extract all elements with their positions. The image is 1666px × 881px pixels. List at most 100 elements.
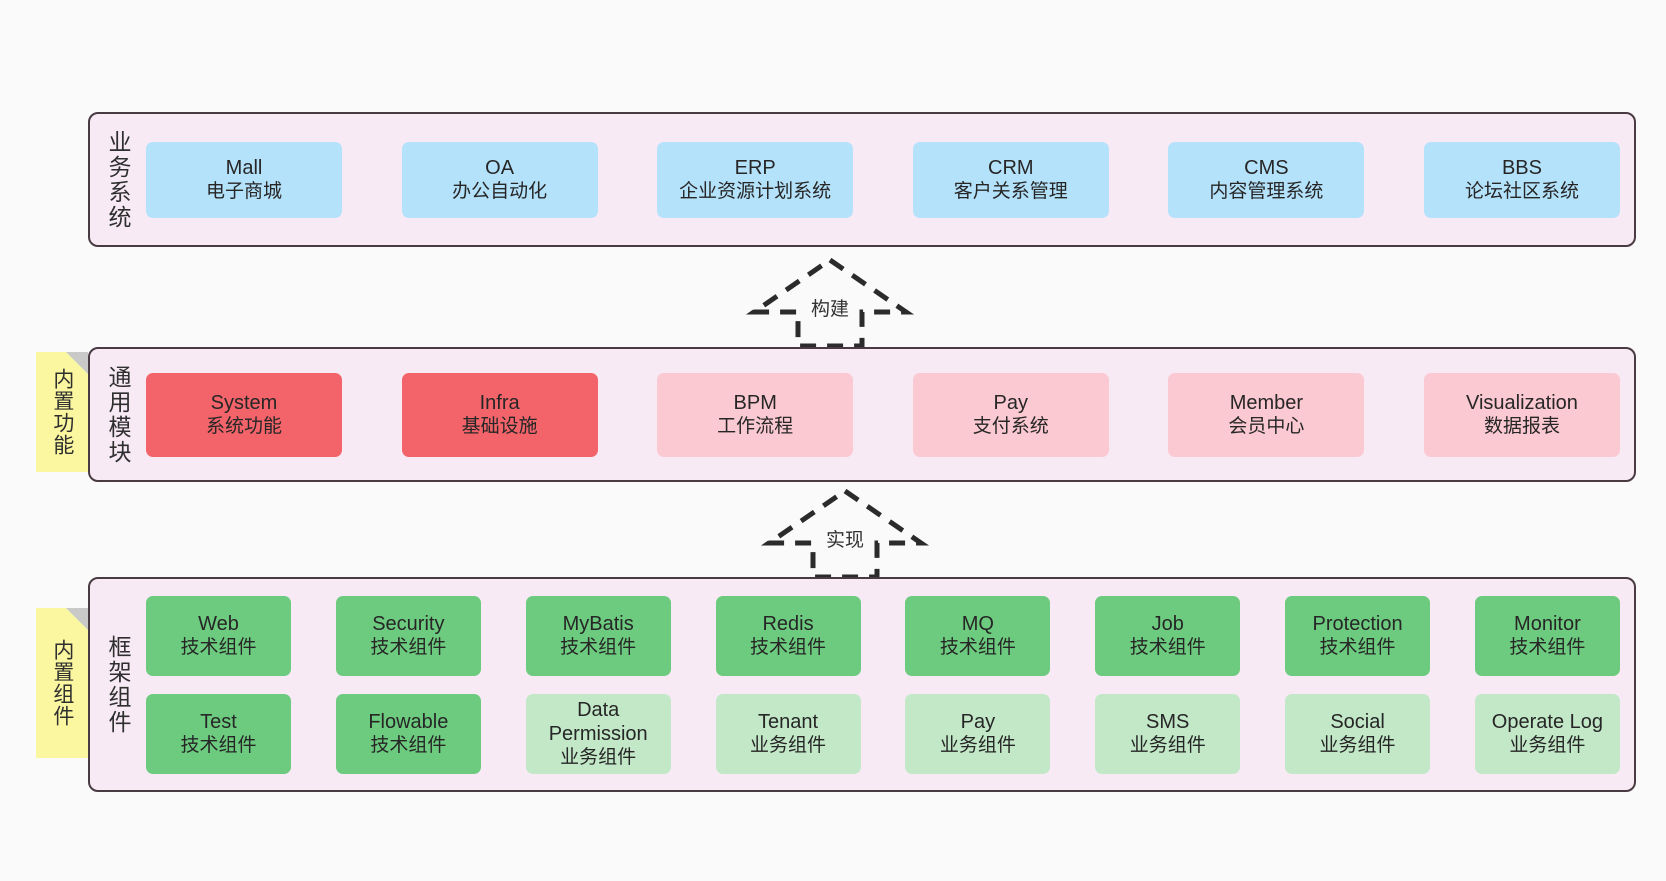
card-system[interactable]: System 系统功能 bbox=[146, 372, 342, 457]
sticky-note-builtin-features: 内置功能 bbox=[36, 352, 88, 472]
card-job[interactable]: Job 技术组件 bbox=[1095, 595, 1241, 676]
card-data-permission-en: Data Permission bbox=[548, 698, 648, 745]
card-tenant-en: Tenant bbox=[758, 710, 819, 733]
card-job-en: Job bbox=[1151, 612, 1184, 635]
card-system-en: System bbox=[210, 391, 278, 414]
card-operate-log-en: Operate Log bbox=[1491, 710, 1603, 733]
card-crm[interactable]: CRM 客户关系管理 bbox=[912, 141, 1109, 218]
card-infra-en: Infra bbox=[479, 391, 520, 414]
card-mq[interactable]: MQ 技术组件 bbox=[905, 595, 1051, 676]
sticky-note-builtin-components-label: 内置组件 bbox=[50, 639, 74, 727]
card-crm-cn: 客户关系管理 bbox=[953, 181, 1068, 203]
card-protection-en: Protection bbox=[1312, 612, 1403, 635]
arrow-implement: 实现 bbox=[760, 487, 930, 580]
card-flowable-en: Flowable bbox=[368, 710, 449, 733]
layer-body-business: Mall 电子商城 OA 办公自动化 ERP 企业资源计划系统 CRM 客户关系… bbox=[146, 114, 1634, 245]
card-redis-en: Redis bbox=[762, 612, 814, 635]
card-sms[interactable]: SMS 业务组件 bbox=[1095, 693, 1241, 774]
card-monitor-en: Monitor bbox=[1514, 612, 1581, 635]
card-sms-cn: 业务组件 bbox=[1129, 735, 1206, 757]
card-redis-cn: 技术组件 bbox=[750, 637, 827, 659]
layer-title-business: 业务系统 bbox=[105, 129, 132, 230]
card-visualization[interactable]: Visualization 数据报表 bbox=[1423, 372, 1620, 457]
card-infra-cn: 基础设施 bbox=[461, 416, 538, 438]
card-web-cn: 技术组件 bbox=[180, 637, 257, 659]
card-erp-cn: 企业资源计划系统 bbox=[679, 181, 832, 203]
arrow-build-label: 构建 bbox=[810, 299, 850, 320]
sticky-note-builtin-features-label: 内置功能 bbox=[50, 368, 74, 456]
layer-title-common: 通用模块 bbox=[105, 364, 132, 465]
card-protection-cn: 技术组件 bbox=[1319, 637, 1396, 659]
card-mq-en: MQ bbox=[961, 612, 994, 635]
card-bbs[interactable]: BBS 论坛社区系统 bbox=[1423, 141, 1620, 218]
card-mq-cn: 技术组件 bbox=[939, 637, 1016, 659]
card-crm-en: CRM bbox=[988, 156, 1034, 179]
card-tenant-cn: 业务组件 bbox=[750, 735, 827, 757]
card-bpm[interactable]: BPM 工作流程 bbox=[657, 372, 854, 457]
card-erp-en: ERP bbox=[734, 156, 776, 179]
card-tenant[interactable]: Tenant 业务组件 bbox=[715, 693, 861, 774]
framework-card-row-1: Web 技术组件 Security 技术组件 MyBatis 技术组件 Redi… bbox=[146, 595, 1620, 676]
card-oa[interactable]: OA 办公自动化 bbox=[401, 141, 598, 218]
card-pay-module-cn: 支付系统 bbox=[972, 416, 1049, 438]
card-pay-component-en: Pay bbox=[960, 710, 996, 733]
arrow-implement-label: 实现 bbox=[825, 530, 865, 551]
card-bbs-cn: 论坛社区系统 bbox=[1464, 181, 1579, 203]
card-bbs-en: BBS bbox=[1501, 156, 1542, 179]
card-system-cn: 系统功能 bbox=[205, 416, 282, 438]
card-operate-log[interactable]: Operate Log 业务组件 bbox=[1474, 693, 1620, 774]
arrow-build-shape bbox=[745, 256, 915, 349]
card-pay-component[interactable]: Pay 业务组件 bbox=[905, 693, 1051, 774]
card-web-en: Web bbox=[198, 612, 239, 635]
card-mall-en: Mall bbox=[225, 156, 263, 179]
card-social[interactable]: Social 业务组件 bbox=[1285, 693, 1431, 774]
card-social-cn: 业务组件 bbox=[1319, 735, 1396, 757]
card-flowable-cn: 技术组件 bbox=[370, 735, 447, 757]
card-bpm-cn: 工作流程 bbox=[717, 416, 794, 438]
card-security[interactable]: Security 技术组件 bbox=[335, 595, 481, 676]
card-bpm-en: BPM bbox=[733, 391, 777, 414]
card-visualization-cn: 数据报表 bbox=[1483, 416, 1560, 438]
card-data-permission[interactable]: Data Permission 业务组件 bbox=[525, 693, 671, 774]
card-monitor[interactable]: Monitor 技术组件 bbox=[1474, 595, 1620, 676]
card-test-cn: 技术组件 bbox=[180, 735, 257, 757]
card-data-permission-cn: 业务组件 bbox=[560, 747, 637, 769]
card-mall[interactable]: Mall 电子商城 bbox=[146, 141, 342, 218]
card-mybatis-en: MyBatis bbox=[562, 612, 634, 635]
common-card-row: System 系统功能 Infra 基础设施 BPM 工作流程 Pay 支付系统… bbox=[146, 372, 1620, 457]
card-security-en: Security bbox=[372, 612, 445, 635]
framework-card-row-2: Test 技术组件 Flowable 技术组件 Data Permission … bbox=[146, 693, 1620, 774]
layer-common-modules: 通用模块 System 系统功能 Infra 基础设施 BPM 工作流程 Pay… bbox=[88, 347, 1636, 482]
card-cms-en: CMS bbox=[1244, 156, 1289, 179]
card-oa-cn: 办公自动化 bbox=[452, 181, 548, 203]
card-mybatis[interactable]: MyBatis 技术组件 bbox=[525, 595, 671, 676]
card-pay-module-en: Pay bbox=[993, 391, 1029, 414]
card-cms[interactable]: CMS 内容管理系统 bbox=[1168, 141, 1365, 218]
arrow-build: 构建 bbox=[745, 256, 915, 349]
card-member[interactable]: Member 会员中心 bbox=[1168, 372, 1365, 457]
sticky-note-builtin-components: 内置组件 bbox=[36, 608, 88, 758]
layer-business-systems: 业务系统 Mall 电子商城 OA 办公自动化 ERP 企业资源计划系统 CRM… bbox=[88, 112, 1636, 247]
card-protection[interactable]: Protection 技术组件 bbox=[1285, 595, 1431, 676]
layer-body-common: System 系统功能 Infra 基础设施 BPM 工作流程 Pay 支付系统… bbox=[146, 349, 1634, 480]
card-pay-module[interactable]: Pay 支付系统 bbox=[912, 372, 1109, 457]
card-mall-cn: 电子商城 bbox=[205, 181, 282, 203]
card-pay-component-cn: 业务组件 bbox=[939, 735, 1016, 757]
card-erp[interactable]: ERP 企业资源计划系统 bbox=[657, 141, 854, 218]
card-redis[interactable]: Redis 技术组件 bbox=[715, 595, 861, 676]
card-social-en: Social bbox=[1330, 710, 1385, 733]
card-test[interactable]: Test 技术组件 bbox=[146, 693, 291, 774]
card-oa-en: OA bbox=[485, 156, 515, 179]
card-infra[interactable]: Infra 基础设施 bbox=[401, 372, 598, 457]
card-visualization-en: Visualization bbox=[1466, 391, 1578, 414]
card-job-cn: 技术组件 bbox=[1129, 637, 1206, 659]
layer-framework-components: 框架组件 Web 技术组件 Security 技术组件 MyBatis 技术组件… bbox=[88, 577, 1636, 792]
card-member-cn: 会员中心 bbox=[1228, 416, 1305, 438]
card-sms-en: SMS bbox=[1146, 710, 1190, 733]
layer-body-framework: Web 技术组件 Security 技术组件 MyBatis 技术组件 Redi… bbox=[146, 579, 1634, 790]
card-cms-cn: 内容管理系统 bbox=[1209, 181, 1324, 203]
card-web[interactable]: Web 技术组件 bbox=[146, 595, 291, 676]
business-card-row: Mall 电子商城 OA 办公自动化 ERP 企业资源计划系统 CRM 客户关系… bbox=[146, 141, 1620, 218]
card-mybatis-cn: 技术组件 bbox=[560, 637, 637, 659]
card-flowable[interactable]: Flowable 技术组件 bbox=[335, 693, 481, 774]
